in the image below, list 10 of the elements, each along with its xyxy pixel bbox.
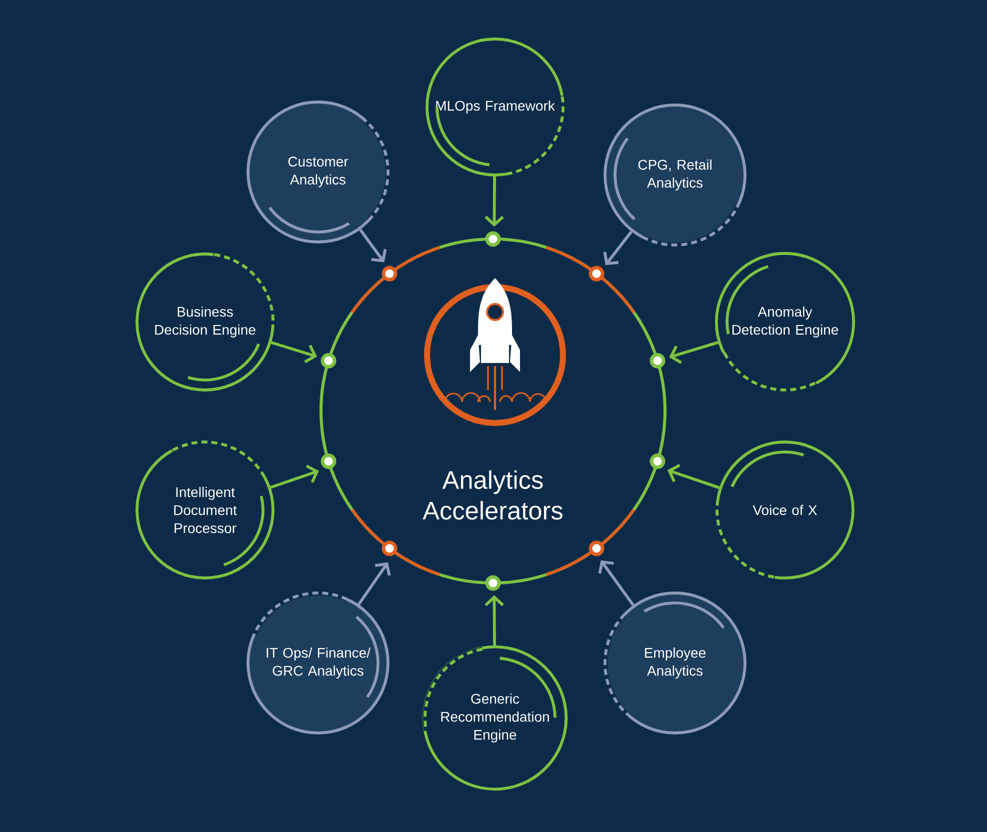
arrow [359,228,387,262]
arrow [603,230,633,266]
arrow [598,560,634,606]
arrow [667,464,720,490]
arrow [270,341,318,364]
arrow [358,562,391,606]
arrow [484,176,504,227]
arrow [484,595,504,646]
arrow [270,464,319,489]
arrow [669,341,718,364]
